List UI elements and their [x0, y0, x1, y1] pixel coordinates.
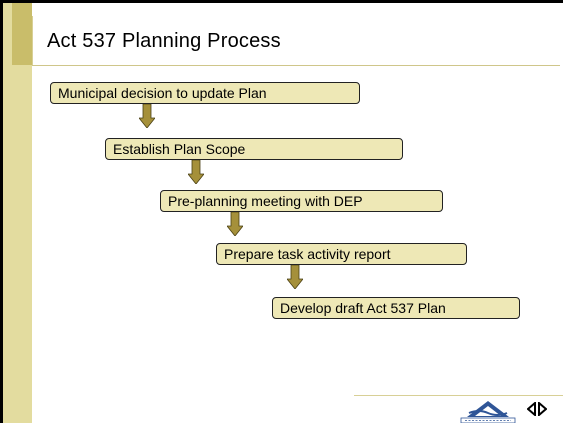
slide-title: Act 537 Planning Process [47, 30, 281, 52]
step-box-4: Prepare task activity report [216, 243, 467, 265]
step-box-5: Develop draft Act 537 Plan [272, 297, 520, 319]
navigation-arrows-icon[interactable] [527, 402, 547, 416]
down-arrow-icon [227, 212, 243, 236]
agency-logo-icon [460, 401, 516, 423]
step-box-1: Municipal decision to update Plan [50, 82, 360, 104]
frame-top-border [0, 0, 563, 3]
footer-decor-line [354, 395, 563, 396]
down-arrow-icon [188, 160, 204, 184]
step-box-2: Establish Plan Scope [105, 138, 403, 160]
step-box-3: Pre-planning meeting with DEP [160, 190, 443, 212]
frame-left-border [0, 0, 3, 423]
title-underline [32, 65, 560, 66]
side-decor-accent [12, 3, 32, 65]
down-arrow-icon [287, 265, 303, 289]
down-arrow-icon [139, 104, 155, 128]
side-decor-bar [3, 3, 32, 423]
title-decor-line [32, 16, 33, 66]
